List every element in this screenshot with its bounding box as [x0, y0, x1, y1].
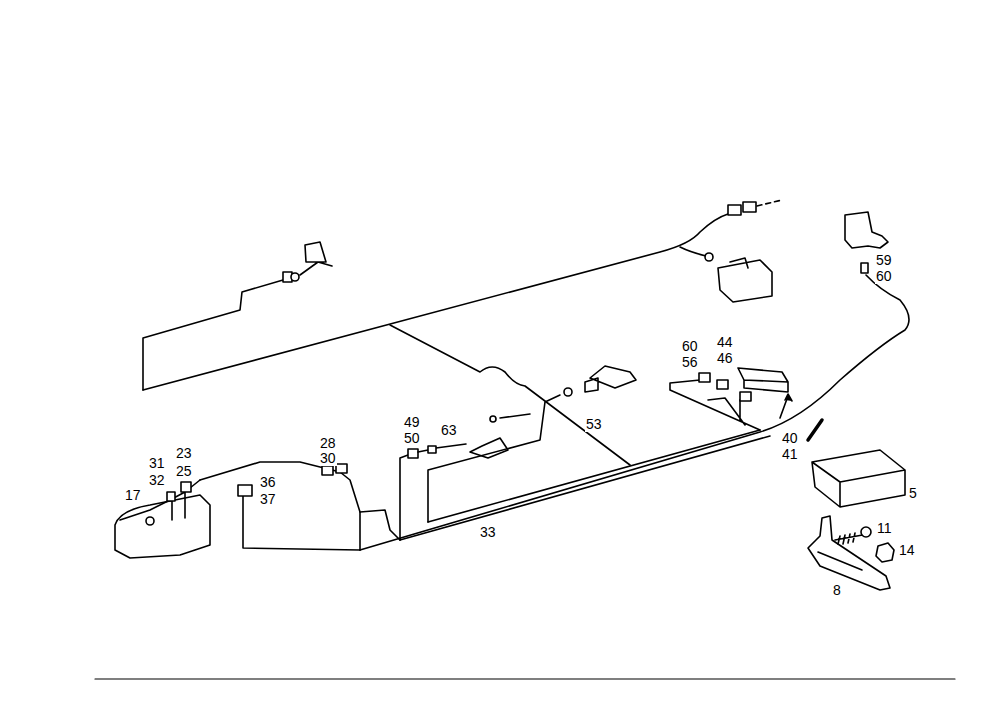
plug: [291, 273, 299, 281]
wire: [143, 214, 728, 390]
wire: [680, 247, 706, 256]
wire: [360, 275, 909, 550]
callout-number: 59: [875, 253, 893, 268]
wire: [418, 444, 466, 452]
callout-number: 46: [716, 351, 734, 366]
callout-number: 41: [781, 447, 799, 462]
washer: [861, 527, 871, 537]
callout-number: 50: [403, 431, 421, 446]
control-unit: [812, 450, 905, 507]
plug: [861, 263, 868, 273]
wire: [400, 436, 770, 540]
callout-number: 14: [898, 543, 916, 558]
callout-number: 31: [148, 456, 166, 471]
wire: [360, 510, 400, 550]
plug: [336, 464, 347, 473]
callout-number: 49: [403, 415, 421, 430]
callout-number: 28: [319, 436, 337, 451]
plug: [167, 492, 175, 501]
plug: [564, 388, 572, 396]
actuator: [845, 212, 888, 248]
callout-number: 63: [440, 423, 458, 438]
plug: [740, 392, 751, 401]
callout-number: 23: [175, 446, 193, 461]
plug: [699, 373, 710, 382]
sensor-symbol: [146, 517, 154, 525]
ignition-key: [585, 366, 636, 392]
callout-number: 60: [875, 269, 893, 284]
callout-number: 37: [259, 492, 277, 507]
callout-number: 5: [908, 486, 918, 501]
plug: [408, 449, 418, 458]
wire: [143, 280, 283, 390]
plug: [743, 202, 756, 212]
callout-number: 56: [681, 355, 699, 370]
callout-number: 36: [259, 475, 277, 490]
plug: [717, 380, 728, 389]
plug: [428, 446, 436, 453]
nut: [876, 543, 894, 562]
callout-number: 32: [148, 473, 166, 488]
wire: [400, 455, 408, 540]
plug: [181, 482, 191, 492]
plug: [238, 485, 252, 496]
wire: [757, 200, 782, 206]
wire: [428, 430, 760, 522]
callout-number: 44: [716, 335, 734, 350]
callout-number: 53: [585, 417, 603, 432]
callout-number: 25: [175, 464, 193, 479]
plug: [322, 466, 333, 475]
callout-number: 8: [832, 583, 842, 598]
sensor-symbol: [300, 242, 332, 275]
callout-number: 11: [876, 521, 893, 536]
relay-module: [738, 368, 788, 392]
plug: [705, 253, 713, 261]
callout-number: 60: [681, 339, 699, 354]
page-rule: [95, 678, 955, 679]
leader-line: [808, 420, 822, 440]
plug: [490, 416, 496, 422]
wire: [200, 462, 360, 512]
callout-number: 40: [781, 431, 799, 446]
callout-number: 17: [124, 488, 142, 503]
control-unit: [718, 258, 772, 302]
callout-number: 30: [319, 451, 337, 466]
callout-number: 33: [479, 525, 497, 540]
wire: [390, 325, 630, 465]
arrowhead: [785, 394, 792, 401]
switch-symbol: [470, 414, 530, 458]
plug: [728, 205, 741, 215]
